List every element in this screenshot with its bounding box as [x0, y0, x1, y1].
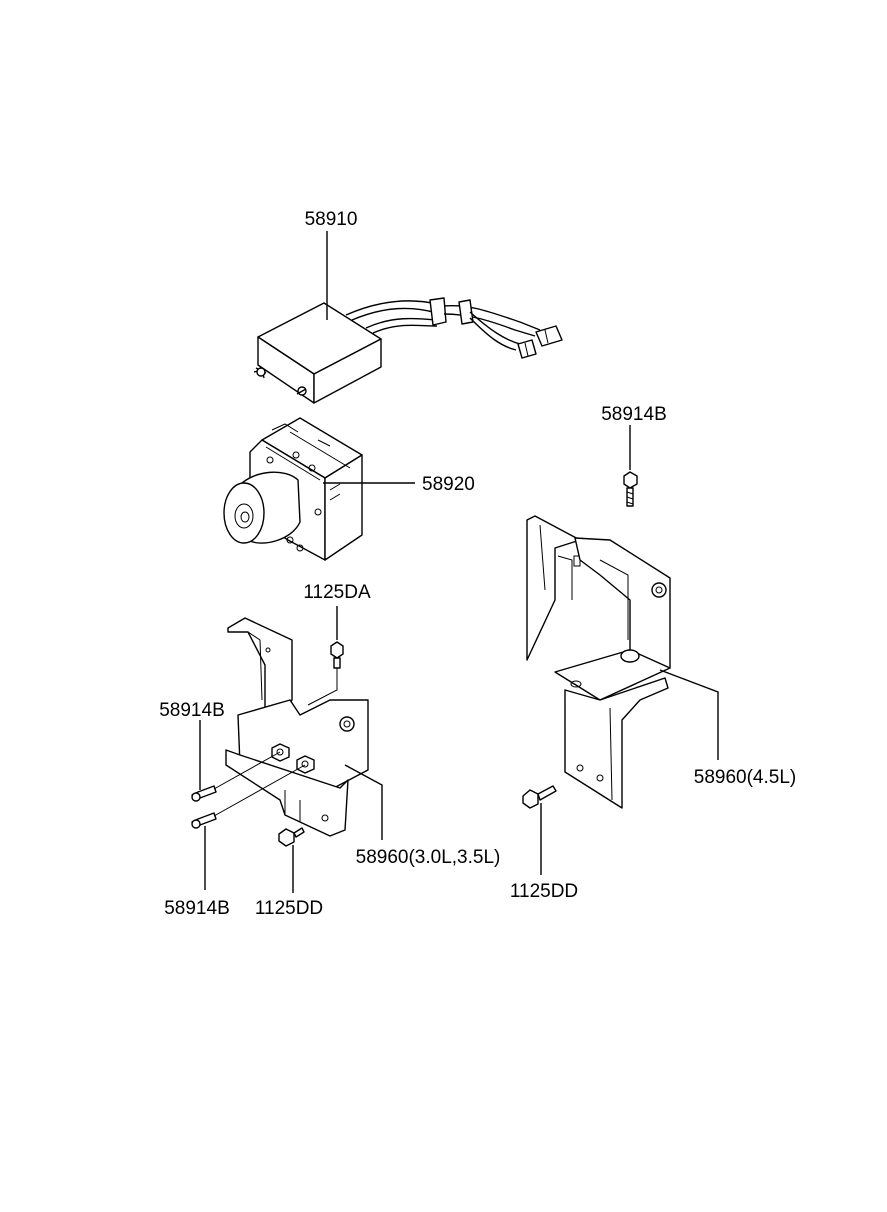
label-1125da: 1125DA	[303, 582, 371, 603]
bolt-58914b-left-upper	[191, 720, 281, 802]
bolt-58914b-top	[623, 425, 638, 507]
label-1125dd-left: 1125DD	[255, 898, 323, 919]
label-58914b-left-lower: 58914B	[164, 898, 230, 919]
label-58914b-left-upper: 58914B	[159, 700, 225, 721]
label-58960-45l: 58960(4.5L)	[694, 767, 796, 788]
label-58914b-top: 58914B	[601, 404, 667, 425]
bolt-1125dd-left	[278, 827, 305, 893]
label-58920: 58920	[422, 474, 475, 495]
label-58910: 58910	[305, 209, 358, 230]
label-1125dd-right: 1125DD	[510, 881, 578, 902]
bolt-1125da	[307, 606, 344, 706]
abs-modulator	[223, 417, 415, 561]
bracket-small	[225, 617, 383, 840]
hecu-module	[253, 231, 563, 404]
bolt-58914b-left-lower	[191, 764, 306, 890]
bracket-large	[526, 515, 719, 809]
bolt-1125dd-right	[522, 785, 557, 875]
label-58960-30l-35l: 58960(3.0L,3.5L)	[356, 847, 501, 868]
